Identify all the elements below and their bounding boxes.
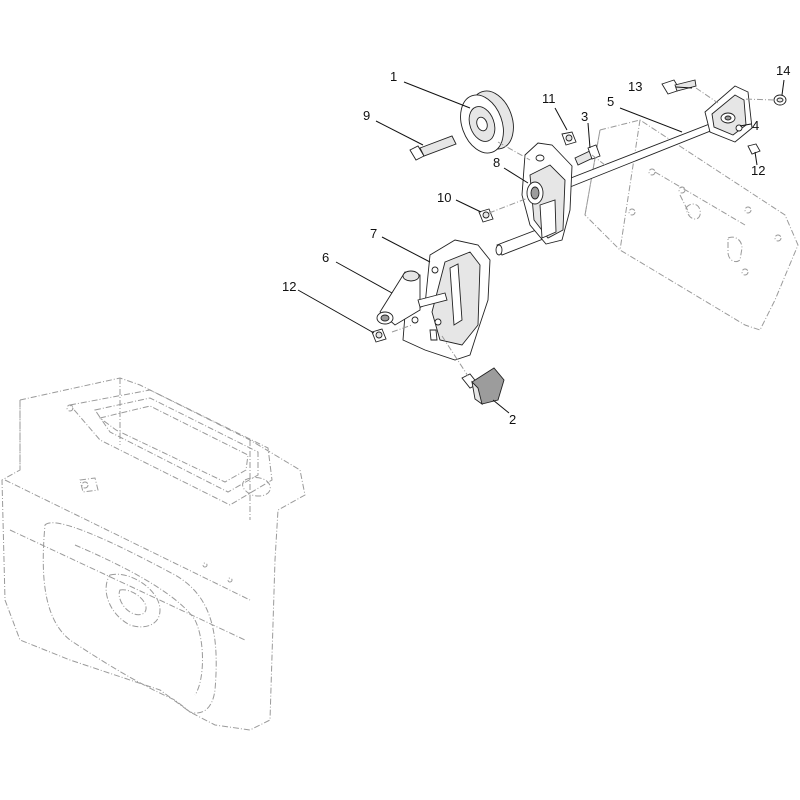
callout-8: 8 — [493, 155, 500, 170]
knob — [461, 367, 505, 406]
bolt-13 — [661, 79, 697, 95]
nut-11 — [561, 131, 577, 146]
mounting-plate-phantom — [584, 119, 799, 331]
callout-4: 4 — [752, 118, 759, 133]
housing-phantom — [1, 377, 306, 731]
leader-lines — [297, 79, 785, 414]
callout-1: 1 — [390, 69, 397, 84]
callout-5: 5 — [607, 94, 614, 109]
callout-7: 7 — [370, 226, 377, 241]
callout-12-right: 12 — [751, 163, 765, 178]
callouts: 1 2 3 4 5 6 7 8 9 10 11 12 12 13 14 — [282, 63, 790, 427]
nut-14 — [773, 94, 787, 106]
spacer-sleeve — [376, 270, 448, 326]
callout-14: 14 — [776, 63, 790, 78]
callout-9: 9 — [363, 108, 370, 123]
callout-2: 2 — [509, 412, 516, 427]
callout-6: 6 — [322, 250, 329, 265]
nut-10 — [478, 208, 494, 223]
right-bracket — [704, 85, 753, 143]
callout-13: 13 — [628, 79, 642, 94]
callout-12-left: 12 — [282, 279, 296, 294]
nut-12-right — [747, 143, 761, 155]
idler-arm-bracket — [521, 142, 573, 245]
pulley — [460, 90, 514, 154]
callout-11: 11 — [542, 91, 556, 106]
callout-10: 10 — [437, 190, 451, 205]
callout-3: 3 — [581, 109, 588, 124]
nut-12-left — [371, 328, 387, 343]
bolt-9 — [409, 135, 457, 161]
